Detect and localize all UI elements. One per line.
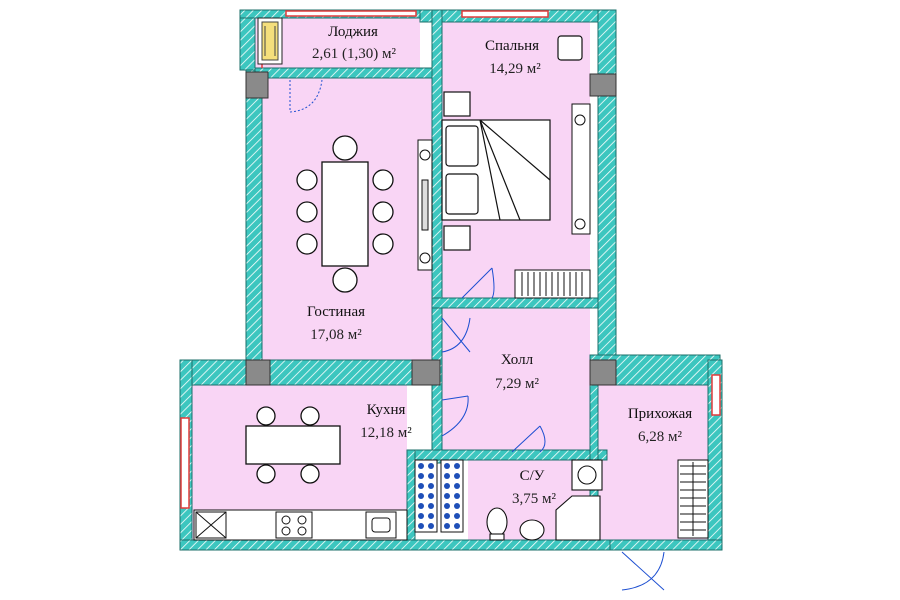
kitchen-window	[180, 417, 190, 509]
tv-stand-icon	[417, 139, 433, 271]
bedroom-wall-bottom	[431, 297, 599, 309]
living-room-area: 17,08 м²	[310, 327, 362, 343]
kitchen-name: Кухня	[367, 402, 406, 418]
loggia-door-icon	[289, 79, 323, 113]
entrance-hall-area: 6,28 м²	[638, 429, 682, 445]
bathroom-fixtures	[486, 459, 603, 541]
column	[245, 359, 271, 386]
column	[589, 73, 617, 97]
wardrobe-icon	[514, 103, 591, 299]
toilet-icon	[486, 507, 508, 537]
loggia-area: 2,61 (1,30) м²	[312, 46, 396, 62]
bathroom-door-icon	[511, 425, 546, 453]
bedroom-name: Спальня	[485, 38, 539, 54]
hall-door-icon	[441, 317, 471, 353]
bedroom-window	[461, 10, 549, 18]
outer-wall-left	[245, 67, 263, 364]
washing-machine-icon	[571, 459, 603, 491]
entrance-wall-bottom	[609, 539, 723, 551]
hall-name: Холл	[501, 352, 534, 368]
loggia-window	[285, 10, 417, 17]
kitchen-counter-icon	[193, 509, 408, 541]
hall-area: 7,29 м²	[495, 376, 539, 392]
living-room-name: Гостиная	[307, 304, 365, 320]
bedroom-door-icon	[461, 267, 495, 299]
living-wall-bottom	[249, 359, 439, 386]
kitchen-table-icon	[245, 406, 341, 484]
bathroom-area: 3,75 м²	[512, 491, 556, 507]
columns	[245, 71, 617, 386]
washbasin-icon	[519, 519, 545, 541]
kitchen-area: 12,18 м²	[360, 425, 412, 441]
kitchen-wall-bottom	[179, 539, 611, 551]
hall-floor	[442, 300, 590, 450]
entrance-wardrobe-icon	[677, 459, 709, 539]
column	[589, 359, 617, 386]
loggia-wall-left	[239, 9, 256, 71]
bed-icon	[441, 91, 551, 251]
bedroom-wall-left	[431, 9, 443, 301]
column	[245, 71, 269, 99]
armchair-icon	[557, 35, 583, 61]
bedroom-area: 14,29 м²	[489, 61, 541, 77]
room-labels: Лоджия 2,61 (1,30) м² Спальня 14,29 м² Г…	[307, 24, 692, 507]
entrance-hall-name: Прихожая	[628, 406, 692, 422]
loggia-wall-bottom	[254, 67, 438, 79]
bathroom-name: С/У	[520, 468, 545, 484]
entrance-door-icon	[621, 551, 665, 591]
dining-table-icon	[296, 135, 394, 293]
column	[411, 359, 441, 386]
bathroom-wall-left	[406, 449, 416, 541]
shower-icon	[555, 495, 601, 541]
loggia-name: Лоджия	[328, 24, 378, 40]
entrance-window	[711, 374, 721, 416]
stove-icon	[275, 511, 313, 539]
heating-tiles-icon	[414, 459, 464, 533]
loggia-cabinet-icon	[257, 17, 283, 65]
bedroom-wall-right	[597, 9, 617, 356]
kitchen-door-icon	[441, 395, 469, 437]
bathroom-wall-top	[406, 449, 608, 461]
doors	[289, 79, 665, 591]
